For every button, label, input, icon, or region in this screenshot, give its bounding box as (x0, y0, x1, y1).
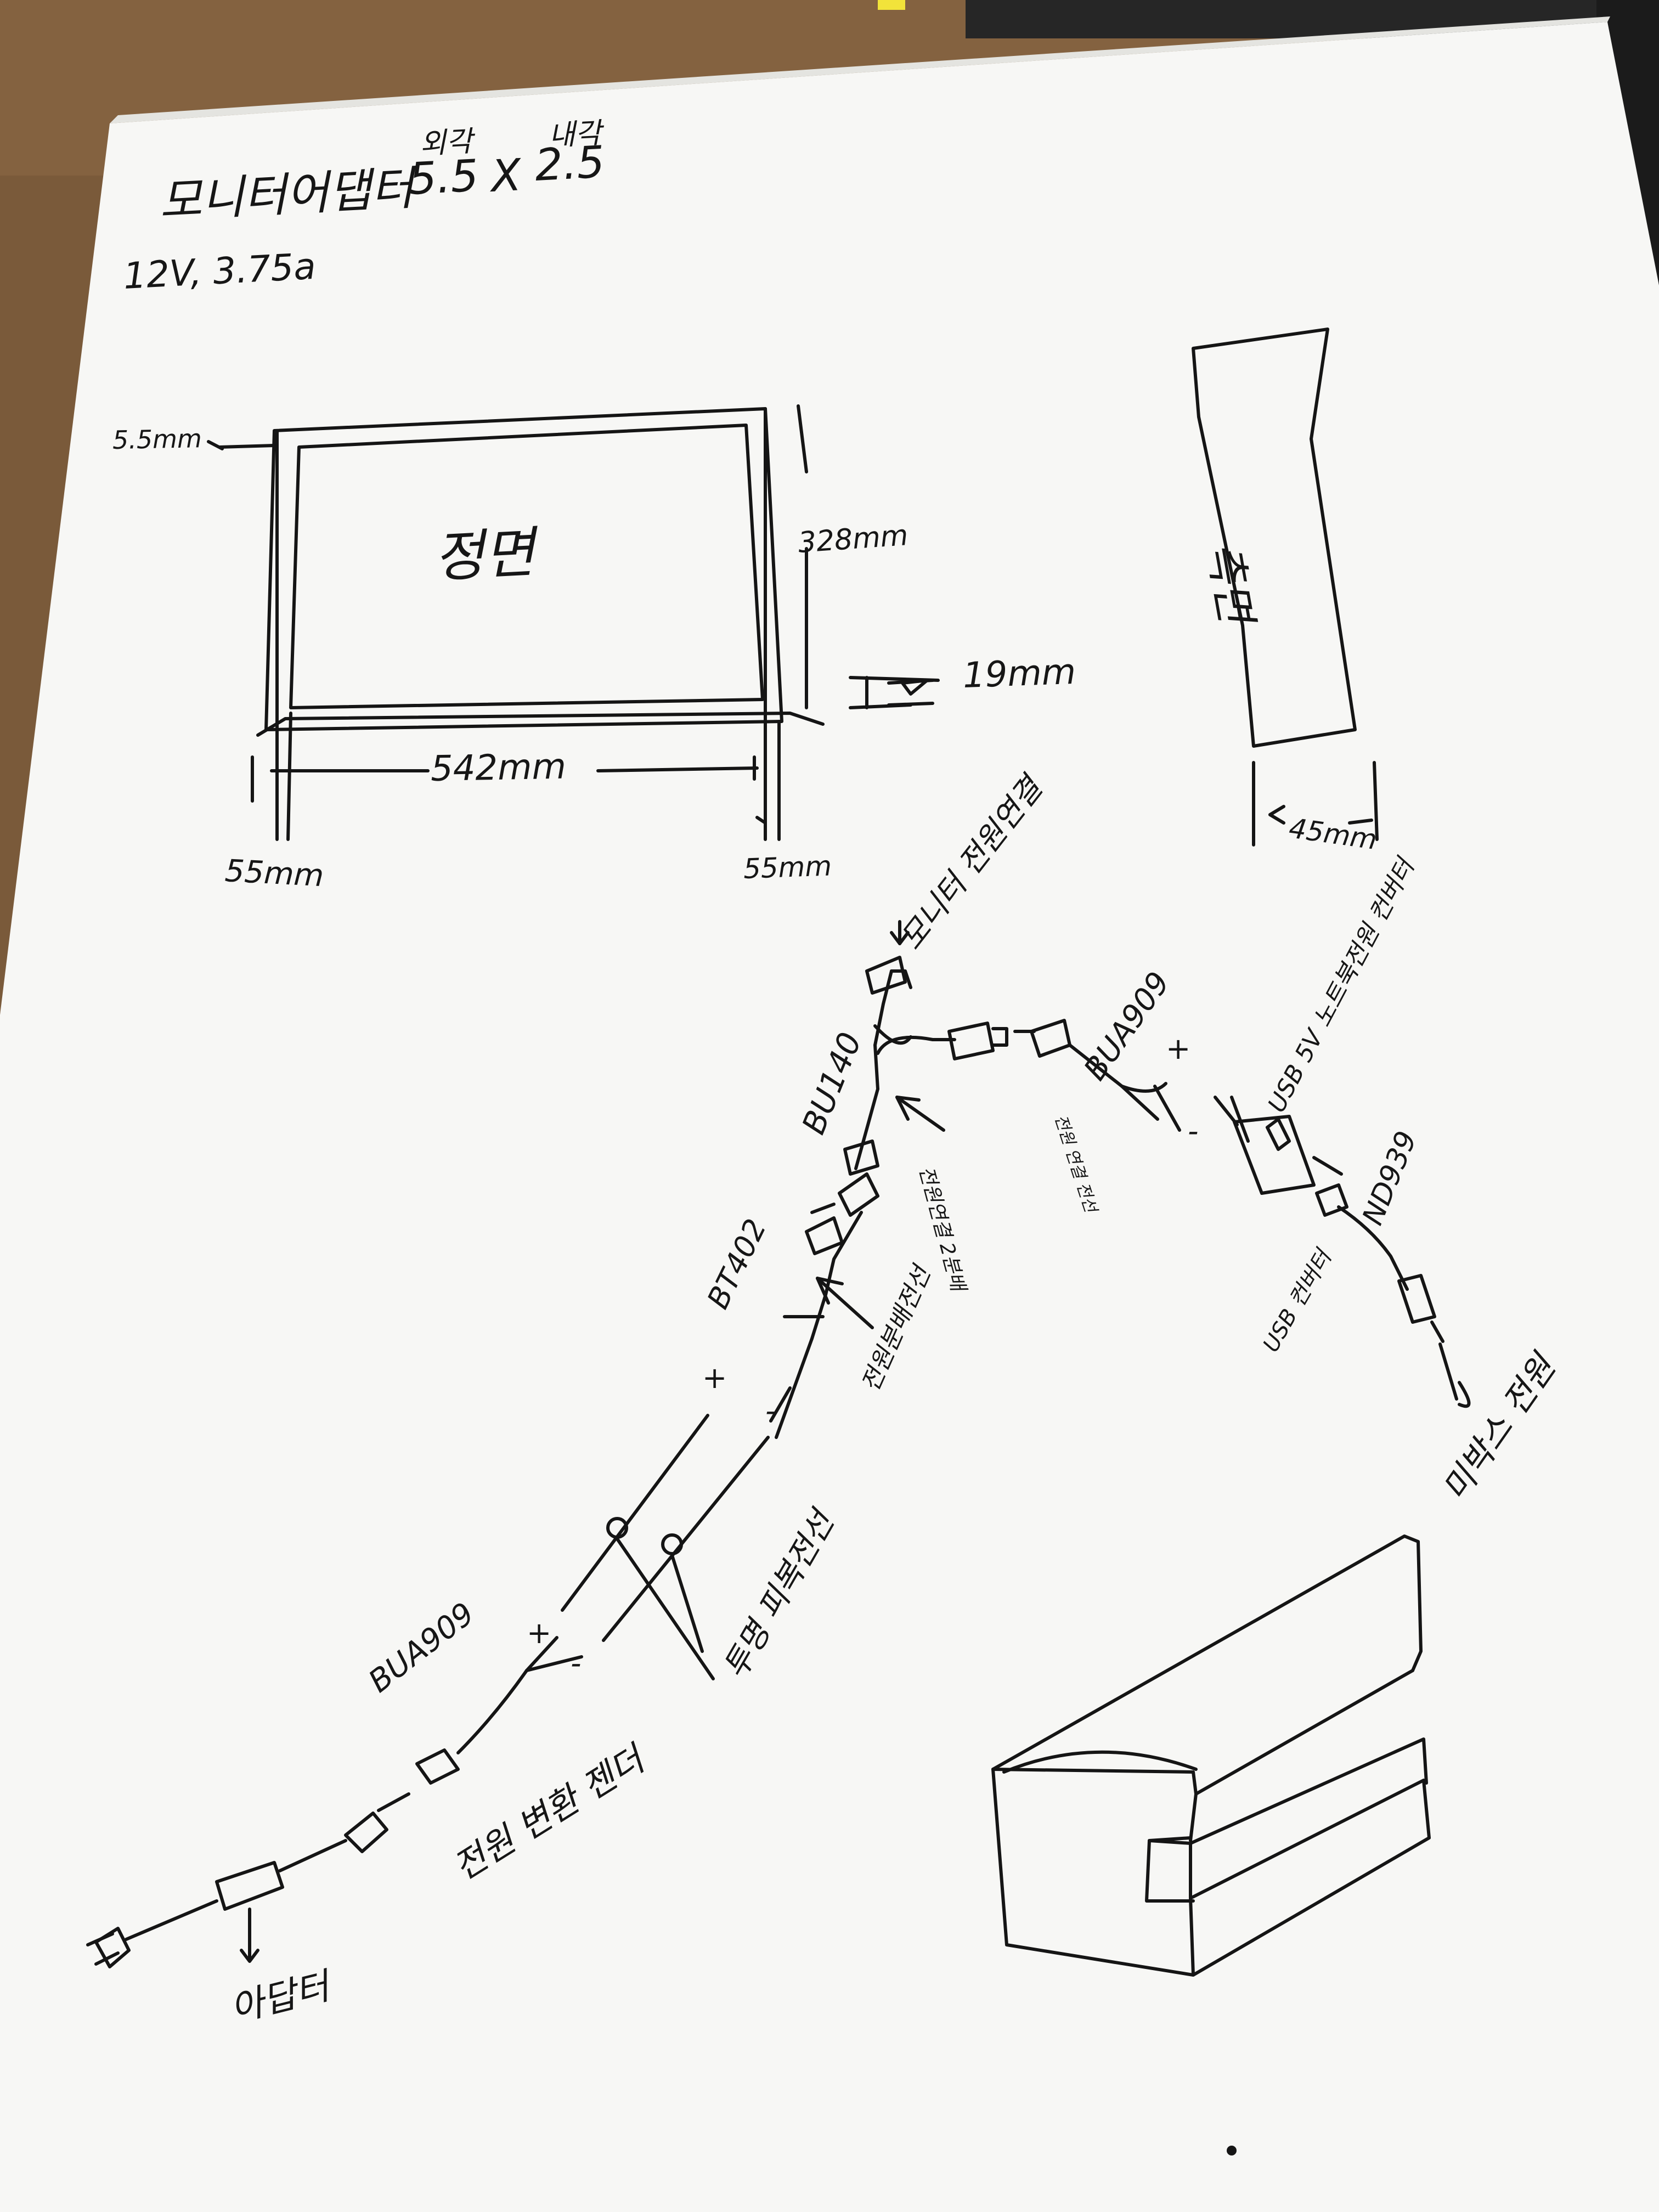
paper (0, 22, 1659, 2212)
plus-bottom-label: + (527, 1616, 552, 1650)
bottom-depth-dimension: 19mm (962, 651, 1077, 696)
minus-mid-label: - (765, 1393, 776, 1428)
bezel-dimension-marks (207, 440, 767, 825)
paper-edge (110, 16, 1610, 123)
adapter-title: 모니터어댑터 (157, 161, 415, 228)
bezel-right-dimension: 55mm (742, 850, 832, 885)
plus-mid-label: + (702, 1361, 727, 1395)
inner-value: 2.5 (533, 136, 606, 191)
wiring-lines (86, 920, 1471, 1968)
outer-value: 5.5 (407, 150, 480, 205)
front-view-title: 정면 (432, 520, 537, 590)
bezel-left-dimension: 55mm (224, 853, 325, 894)
furniture-sketch (991, 1534, 1431, 1977)
plus-top-label: + (1166, 1031, 1191, 1066)
minus-bottom-label: - (571, 1646, 582, 1680)
ink-dot (1227, 2146, 1237, 2155)
side-view-frame (1192, 328, 1379, 847)
bezel-top-dimension: 5.5mm (112, 424, 202, 455)
minus-top-label: - (1188, 1114, 1199, 1148)
times-sign: X (489, 149, 523, 202)
width-dimension: 542mm (430, 746, 567, 789)
